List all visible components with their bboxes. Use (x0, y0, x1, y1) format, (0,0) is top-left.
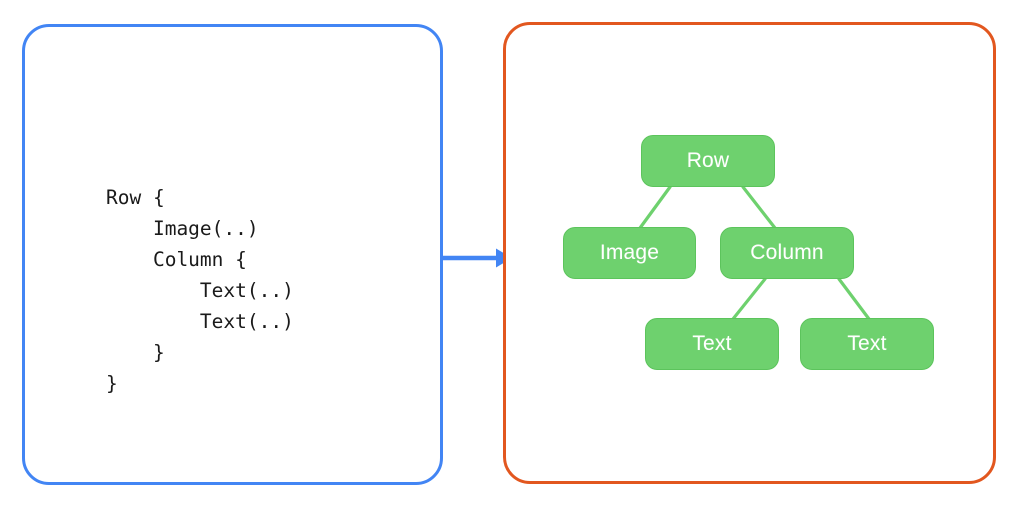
tree-node-row[interactable]: Row (641, 135, 775, 187)
tree-node-text-2[interactable]: Text (800, 318, 934, 370)
tree-node-text-1[interactable]: Text (645, 318, 779, 370)
code-panel: Row { Image(..) Column { Text(..) Text(.… (22, 24, 443, 485)
code-listing: Row { Image(..) Column { Text(..) Text(.… (106, 186, 294, 395)
tree-node-image[interactable]: Image (563, 227, 696, 279)
tree-node-column[interactable]: Column (720, 227, 854, 279)
